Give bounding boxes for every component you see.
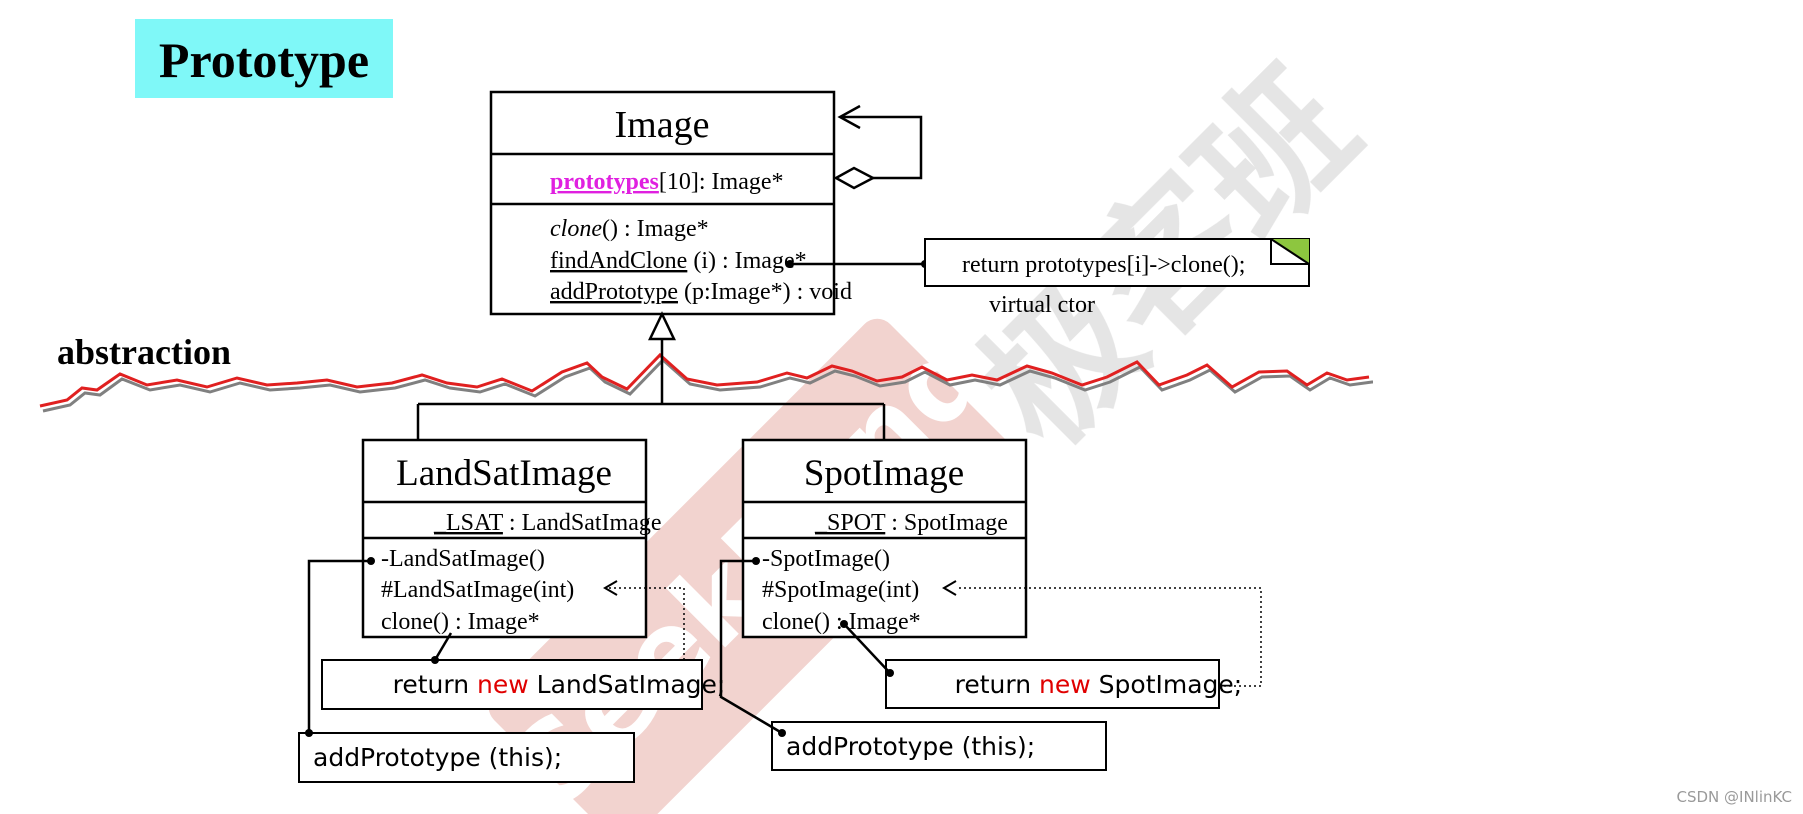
virtual-ctor-note: return prototypes[i]->clone(); virtual c… [786,238,1310,318]
image-method-findandclone-name: findAndClone [550,248,687,274]
footer-credit: CSDN @INlinKC [1676,788,1792,806]
image-class-name: Image [615,104,710,146]
spot-clone-connector-dot-bottom [886,669,894,677]
inheritance-triangle [648,311,676,341]
image-method-clone: clone() : Image* [508,216,739,242]
image-attribute-name: prototypes [550,169,659,195]
landsat-clone-connector-dot [431,656,439,664]
abstraction-wave [39,352,1370,408]
landsat-dotted-dependency [607,587,685,660]
landsat-add-note-box [298,732,635,783]
landsat-attribute: _LSAT : LandSatImage [392,510,692,536]
note-caption: virtual ctor [989,292,1095,318]
self-aggregation [833,104,923,190]
aggregation-diamond [833,166,876,190]
landsat-private-ctor: -LandSatImage() [381,546,545,572]
image-class: Image prototypes[10]: Image* clone() : I… [489,90,882,316]
spot-dotted-dependency [958,587,1262,687]
landsat-new-keyword: new [477,670,529,699]
landsat-attribute-name: _LSAT [433,510,504,536]
landsatimage-class: LandSatImage _LSAT : LandSatImage -LandS… [361,438,692,639]
aggregation-line [840,115,923,180]
landsat-add-connector [307,559,371,733]
page-title: Prototype [159,32,369,88]
image-method-clone-signature: () : Image* [602,216,709,242]
aggregation-arrowhead [837,104,861,130]
spot-protected-ctor: #SpotImage(int) [762,577,919,603]
landsat-dependency-arrowhead [603,580,618,596]
title-background [135,19,393,98]
spot-new-keyword: new [1039,670,1091,699]
image-method-addprototype-name: addPrototype [550,279,678,305]
note-connector-dot-left [786,260,794,268]
note-corner-outline [1270,239,1309,265]
landsat-add-connector-dot-top [367,557,375,565]
image-method-addprototype: addPrototype (p:Image*) : void [508,279,882,305]
spot-return-note: return new SpotImage; [899,670,1282,699]
image-attribute-type: [10]: Image* [659,169,784,195]
landsat-clone-connector [433,632,453,661]
spot-attribute-name: _SPOT [814,510,886,536]
spot-add-note-box [771,721,1107,771]
spot-private-ctor: -SpotImage() [762,546,890,572]
landsat-return-keyword: return [393,670,477,699]
title-box: Prototype [135,19,393,98]
landsat-class-name: LandSatImage [396,453,612,494]
inheritance-tree [416,311,886,440]
image-attribute: prototypes[10]: Image* [508,169,814,195]
spot-add-connector-dot-top [752,557,760,565]
spot-return-keyword: return [955,670,1039,699]
note-corner-diagonal [1270,238,1310,265]
spot-notes: return new SpotImage; addPrototype (this… [719,557,1282,771]
spot-class-name: SpotImage [804,453,964,494]
spot-clone-connector-dot-top [840,620,848,628]
spot-add-connector-dot-bottom [778,729,786,737]
image-method-addprototype-signature: (p:Image*) : void [678,279,852,305]
spot-add-connector [719,559,783,735]
spot-add-note: addPrototype (this); [786,732,1035,761]
abstraction-label: abstraction [57,332,231,372]
note-box [924,238,1310,287]
abstraction-wave-shadow [42,357,1373,413]
spot-attribute: _SPOT : SpotImage [773,510,1038,536]
spot-return-classname: SpotImage; [1091,670,1243,699]
spot-clone-connector [843,623,891,674]
landsat-return-classname: LandSatImage; [529,670,726,699]
spotimage-class: SpotImage _SPOT : SpotImage -SpotImage()… [741,438,1038,639]
landsat-protected-ctor: #LandSatImage(int) [381,577,574,603]
landsat-return-note: return new LandSatImage; [337,670,765,699]
landsat-notes: return new LandSatImage; addPrototype (t… [298,557,765,783]
landsat-add-connector-dot-bottom [305,729,313,737]
spot-dependency-arrowhead [942,580,957,596]
landsat-attribute-type: : LandSatImage [503,510,662,536]
image-method-clone-name: clone [550,216,602,242]
note-code: return prototypes[i]->clone(); [962,252,1245,278]
landsat-clone: clone() : Image* [381,609,540,635]
landsat-add-note: addPrototype (this); [313,743,562,772]
spot-attribute-type: : SpotImage [885,510,1008,536]
spot-return-note-box [885,659,1220,709]
landsat-return-note-box [321,659,703,710]
image-method-findandclone-signature: (i) : Image* [687,248,806,274]
image-method-findandclone: findAndClone (i) : Image* [508,248,837,274]
